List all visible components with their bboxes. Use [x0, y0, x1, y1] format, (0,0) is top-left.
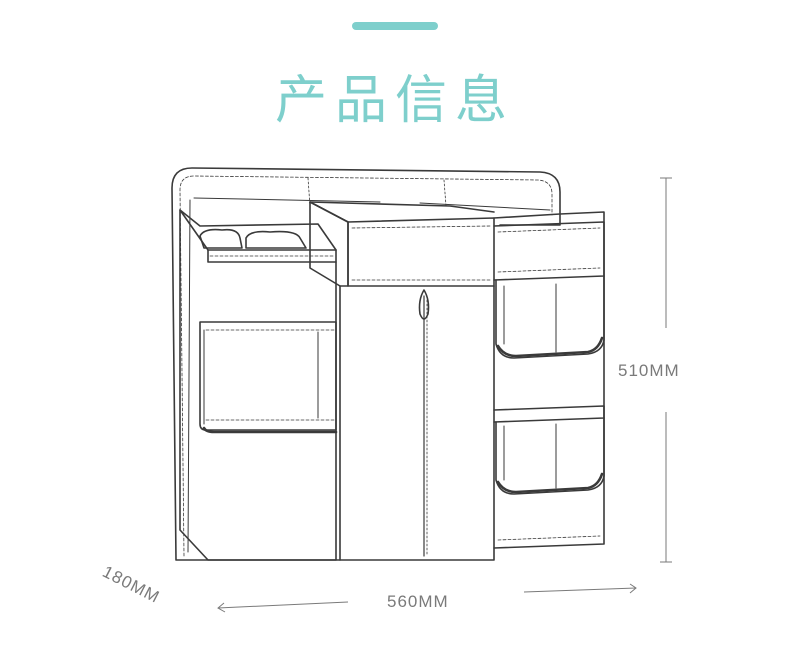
- zipper-pull: [418, 289, 430, 320]
- right-lower-inner: [503, 423, 557, 489]
- left-mid-pocket: [199, 321, 337, 431]
- right-lower-pocket: [495, 417, 605, 495]
- center-pouch-top-stitch: [351, 225, 491, 281]
- dimension-lines: [217, 177, 672, 613]
- crib-organizer-drawing: [171, 167, 605, 561]
- right-upper-inner: [503, 283, 557, 353]
- folded-cloth: [245, 230, 307, 249]
- width-dimension-label: 560MM: [387, 592, 449, 611]
- left-mid-pocket-rim: [202, 426, 338, 434]
- back-panel-inner-edge: [187, 197, 551, 553]
- back-panel-stitching: [179, 175, 553, 557]
- right-top-band-stitch: [497, 227, 601, 273]
- width-dimension-line: [523, 587, 637, 593]
- left-pocket-top: [179, 209, 337, 251]
- right-lower-pocket-rim: [496, 472, 604, 494]
- center-pouch: [309, 201, 495, 561]
- center-pouch-top: [347, 221, 495, 287]
- height-dimension-label: 510MM: [618, 361, 680, 380]
- folded-cloth: [199, 228, 243, 249]
- page-title: 产品信息: [274, 72, 515, 130]
- center-pouch-flap-back: [309, 201, 495, 213]
- left-mid-pocket-stitch: [205, 329, 335, 421]
- back-seam: [443, 179, 447, 207]
- center-pouch-flap: [309, 201, 349, 287]
- right-top-band: [493, 221, 605, 281]
- back-seam: [307, 177, 311, 207]
- right-lower-band: [493, 405, 605, 423]
- right-upper-pocket: [495, 275, 605, 359]
- accent-bar: [352, 22, 438, 30]
- right-pocket-body: [493, 211, 605, 549]
- left-top-rim: [207, 249, 337, 263]
- back-panel: [171, 167, 561, 561]
- right-bottom-stitch: [497, 535, 601, 541]
- right-upper-pocket-rim: [496, 336, 604, 358]
- width-dimension-line: [217, 601, 349, 609]
